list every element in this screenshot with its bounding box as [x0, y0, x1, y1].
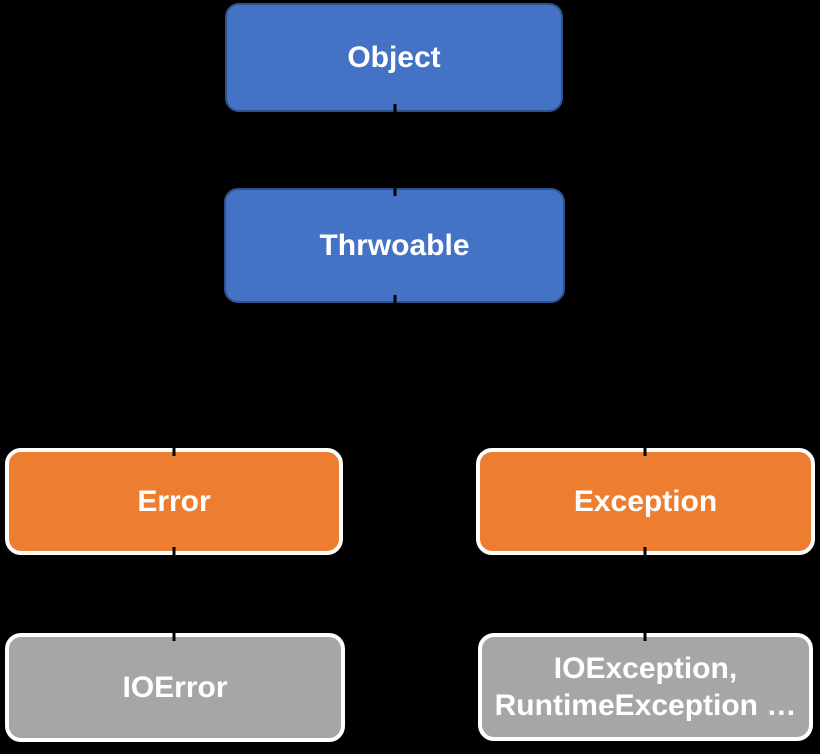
- node-exception: Exception: [476, 448, 815, 555]
- node-error: Error: [5, 448, 343, 555]
- node-ioerror-label: IOError: [122, 670, 228, 704]
- node-object-label: Object: [347, 40, 441, 74]
- node-ioexception: IOException, RuntimeException …: [478, 633, 813, 741]
- node-throwable: Thrwoable: [224, 188, 565, 303]
- node-ioexception-label: IOException, RuntimeException …: [494, 651, 797, 723]
- node-ioerror: IOError: [5, 633, 345, 742]
- node-object: Object: [225, 3, 563, 112]
- connector-throwable-children: [172, 295, 647, 456]
- node-error-label: Error: [137, 484, 211, 518]
- node-exception-label: Exception: [573, 484, 718, 518]
- node-throwable-label: Thrwoable: [319, 228, 470, 262]
